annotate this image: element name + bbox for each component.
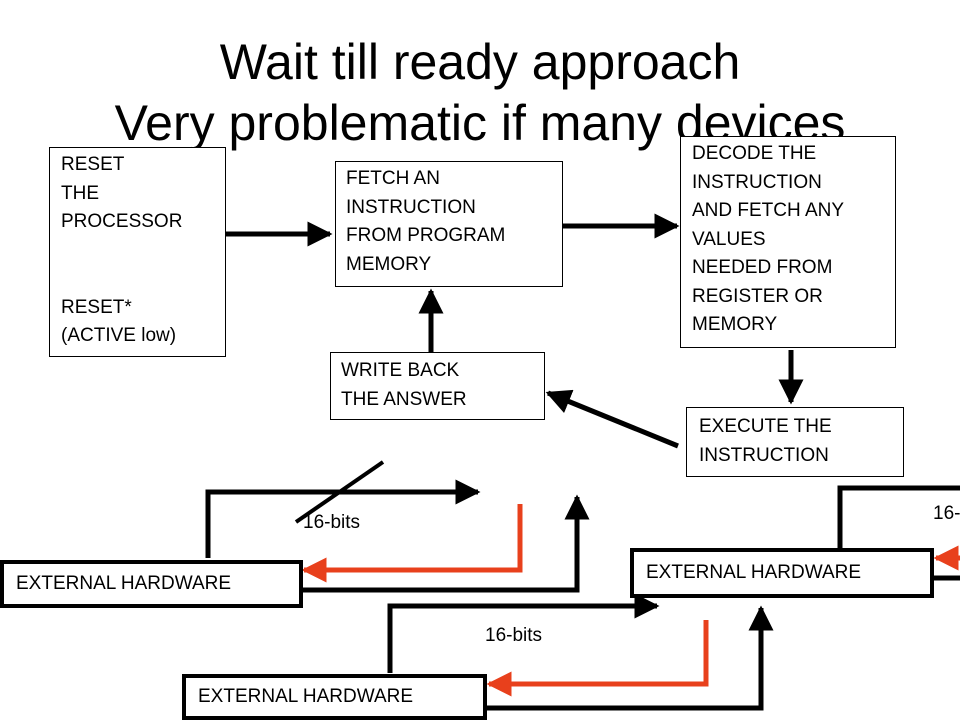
right-hw-bus-out <box>837 485 960 548</box>
box-text-line: RESET* <box>61 296 132 318</box>
box-text-line <box>61 265 225 294</box>
box-text-line: REGISTER OR <box>692 285 823 307</box>
arrow-execute-to-writeback <box>545 389 679 449</box>
box-text-line: RESET <box>61 154 125 175</box>
bus-width-label-right: 16- <box>933 503 960 524</box>
reset-processor-box: RESET THE PROCESSOR RESET* (ACTIVE low) <box>49 147 226 357</box>
box-text-line: WRITE BACK <box>341 360 460 381</box>
bottom-hw-bus-out <box>387 593 660 673</box>
box-text-line <box>61 237 225 266</box>
box-text-line: AND FETCH ANY <box>692 200 845 221</box>
box-text-line: VALUES <box>692 228 766 250</box>
box-text-line: FETCH AN <box>346 168 440 189</box>
box-text-line: DECODE THE <box>692 143 817 164</box>
bottom-hw-bus-in <box>487 605 774 711</box>
left-hw-ready-signal <box>301 504 523 583</box>
external-hardware-right: EXTERNAL HARDWARE <box>630 548 934 598</box>
decode-instruction-box: DECODE THE INSTRUCTION AND FETCH ANY VAL… <box>680 136 896 348</box>
box-text-line: FROM PROGRAM <box>346 225 506 246</box>
box-text-line: NEEDED FROM <box>692 257 833 278</box>
bus-width-label-bottom: 16-bits <box>485 625 543 646</box>
box-text-line: (ACTIVE low) <box>61 325 177 346</box>
box-text-line: THE ANSWER <box>341 388 467 410</box>
box-text-line: INSTRUCTION <box>699 444 829 466</box>
external-hardware-bottom: EXTERNAL HARDWARE <box>182 674 487 720</box>
fetch-instruction-box: FETCH AN INSTRUCTION FROM PROGRAM MEMORY <box>335 161 563 287</box>
left-hw-bus-out <box>205 479 481 558</box>
bus-width-label-left: 16-bits <box>303 512 361 533</box>
write-back-box: WRITE BACK THE ANSWER <box>330 352 545 420</box>
box-text-line: MEMORY <box>346 253 432 275</box>
external-hardware-left: EXTERNAL HARDWARE <box>0 560 303 608</box>
box-text-line: EXECUTE THE <box>699 416 832 437</box>
box-text-line: PROCESSOR <box>61 211 183 232</box>
bottom-hw-ready-signal <box>486 620 709 697</box>
box-text-line: THE <box>61 182 99 204</box>
box-text-line: INSTRUCTION <box>346 196 476 218</box>
execute-instruction-box: EXECUTE THE INSTRUCTION <box>686 407 904 477</box>
box-text-line: INSTRUCTION <box>692 171 822 193</box>
box-text-line: MEMORY <box>692 314 778 335</box>
slide-title-line-1: Wait till ready approach <box>219 34 741 90</box>
left-hw-bus-in <box>303 494 590 593</box>
left-bus-width-slash <box>294 460 385 524</box>
